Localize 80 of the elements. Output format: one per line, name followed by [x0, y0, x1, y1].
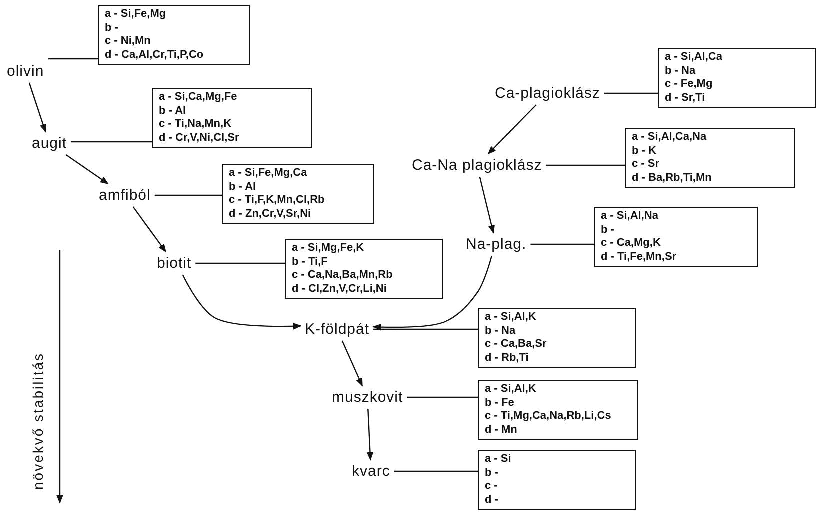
arrow	[366, 408, 374, 461]
element-list-line: c - Sr	[632, 158, 661, 172]
mineral-name: biotit	[155, 254, 194, 273]
connector-line	[71, 141, 152, 143]
connector-line	[546, 164, 625, 166]
element-list-box	[152, 88, 312, 148]
connector-line	[374, 328, 478, 330]
element-list-line: d - Cl,Zn,V,Cr,Li,Ni	[292, 282, 388, 296]
element-list-box	[285, 239, 443, 299]
element-list-line: b -	[601, 224, 616, 237]
mineral-name: olivin	[5, 62, 46, 81]
mineral-name: muszkovit	[330, 388, 406, 407]
element-list-line: c - Ca,Na,Ba,Mn,Rb	[292, 269, 394, 282]
element-list-box	[594, 207, 758, 267]
element-list-line: d - Rb,Ti	[485, 352, 530, 365]
mineral-name: amfiból	[97, 186, 153, 205]
arrow	[28, 82, 46, 133]
element-list-line: a - Si,Al,Ca,Na	[632, 131, 708, 144]
connector-line	[604, 92, 658, 94]
element-list-box	[98, 5, 250, 65]
arrow	[372, 256, 492, 331]
element-list-line: b - Na	[485, 324, 517, 338]
element-list-line: b - K	[632, 144, 658, 158]
element-list-line: b - Ti,F	[292, 256, 329, 269]
mineral-name: Na-plag.	[464, 235, 529, 254]
element-list-box	[658, 48, 816, 108]
element-list-line: a - Si,Mg,Fe,K	[292, 242, 366, 256]
element-list-line: a - Si,Ca,Mg,Fe	[159, 91, 238, 104]
element-list-line: c - Ti,Na,Mn,K	[159, 118, 233, 132]
axis-label: növekvő stabilitás	[30, 352, 46, 490]
arrow	[342, 340, 364, 387]
element-list-line: b -	[105, 22, 120, 35]
mineral-name: augit	[30, 134, 70, 153]
connector-line	[48, 58, 98, 60]
connector-line	[196, 262, 285, 264]
element-list-line: c -	[485, 480, 499, 494]
connector-line	[407, 396, 478, 398]
arrow	[479, 176, 496, 234]
element-list-box	[478, 450, 636, 510]
arrow	[182, 274, 302, 330]
element-list-line: a - Si	[485, 453, 512, 466]
element-list-line: b - Al	[229, 180, 258, 194]
element-list-line: d -	[485, 494, 500, 507]
element-list-line: b - Al	[159, 104, 188, 118]
element-list-box	[478, 308, 636, 368]
element-list-line: a - Si,Al,K	[485, 311, 538, 324]
element-list-line: c - Ti,F,K,Mn,Cl,Rb	[229, 194, 326, 208]
element-list-line: c - Ti,Mg,Ca,Na,Rb,Li,Cs	[485, 410, 612, 424]
element-list-line: a - Si,Al,Na	[601, 210, 660, 224]
element-list-line: d - Mn	[485, 424, 518, 437]
arrow	[66, 154, 109, 184]
connector-line	[530, 244, 594, 246]
connector-line	[394, 470, 478, 472]
element-list-line: d - Sr,Ti	[665, 92, 706, 105]
connector-line	[154, 194, 222, 196]
element-list-line: c - Ca,Ba,Sr	[485, 338, 548, 352]
element-list-line: d - Cr,V,Ni,Cl,Sr	[159, 132, 240, 145]
element-list-line: a - Si,Al,Ca	[665, 51, 724, 64]
element-list-line: c - Fe,Mg	[665, 78, 714, 92]
element-list-line: d - Ba,Rb,Ti,Mn	[632, 172, 713, 185]
element-list-line: d - Ti,Fe,Mn,Sr	[601, 250, 678, 264]
element-list-line: b - Na	[665, 64, 697, 78]
element-list-line: d - Zn,Cr,V,Sr,Ni	[229, 208, 312, 221]
element-list-line: c - Ca,Mg,K	[601, 237, 662, 250]
element-list-line: a - Si,Fe,Mg	[105, 8, 168, 22]
element-list-line: a - Si,Fe,Mg,Ca	[229, 167, 308, 180]
element-list-line: b -	[485, 466, 500, 480]
element-list-box	[478, 380, 638, 440]
element-list-line: c - Ni,Mn	[105, 35, 152, 48]
element-list-box	[222, 164, 374, 224]
element-list-line: a - Si,Al,K	[485, 383, 538, 396]
arrow	[488, 104, 537, 155]
element-list-box	[625, 128, 795, 188]
mineral-name: K-földpát	[303, 320, 372, 339]
mineral-name: Ca-plagioklász	[493, 84, 602, 103]
mineral-name: Ca-Na plagioklász	[410, 156, 544, 175]
element-list-line: d - Ca,Al,Cr,Ti,P,Co	[105, 48, 205, 62]
mineral-name: kvarc	[350, 462, 392, 481]
element-list-line: b - Fe	[485, 396, 516, 410]
arrow	[132, 206, 166, 253]
